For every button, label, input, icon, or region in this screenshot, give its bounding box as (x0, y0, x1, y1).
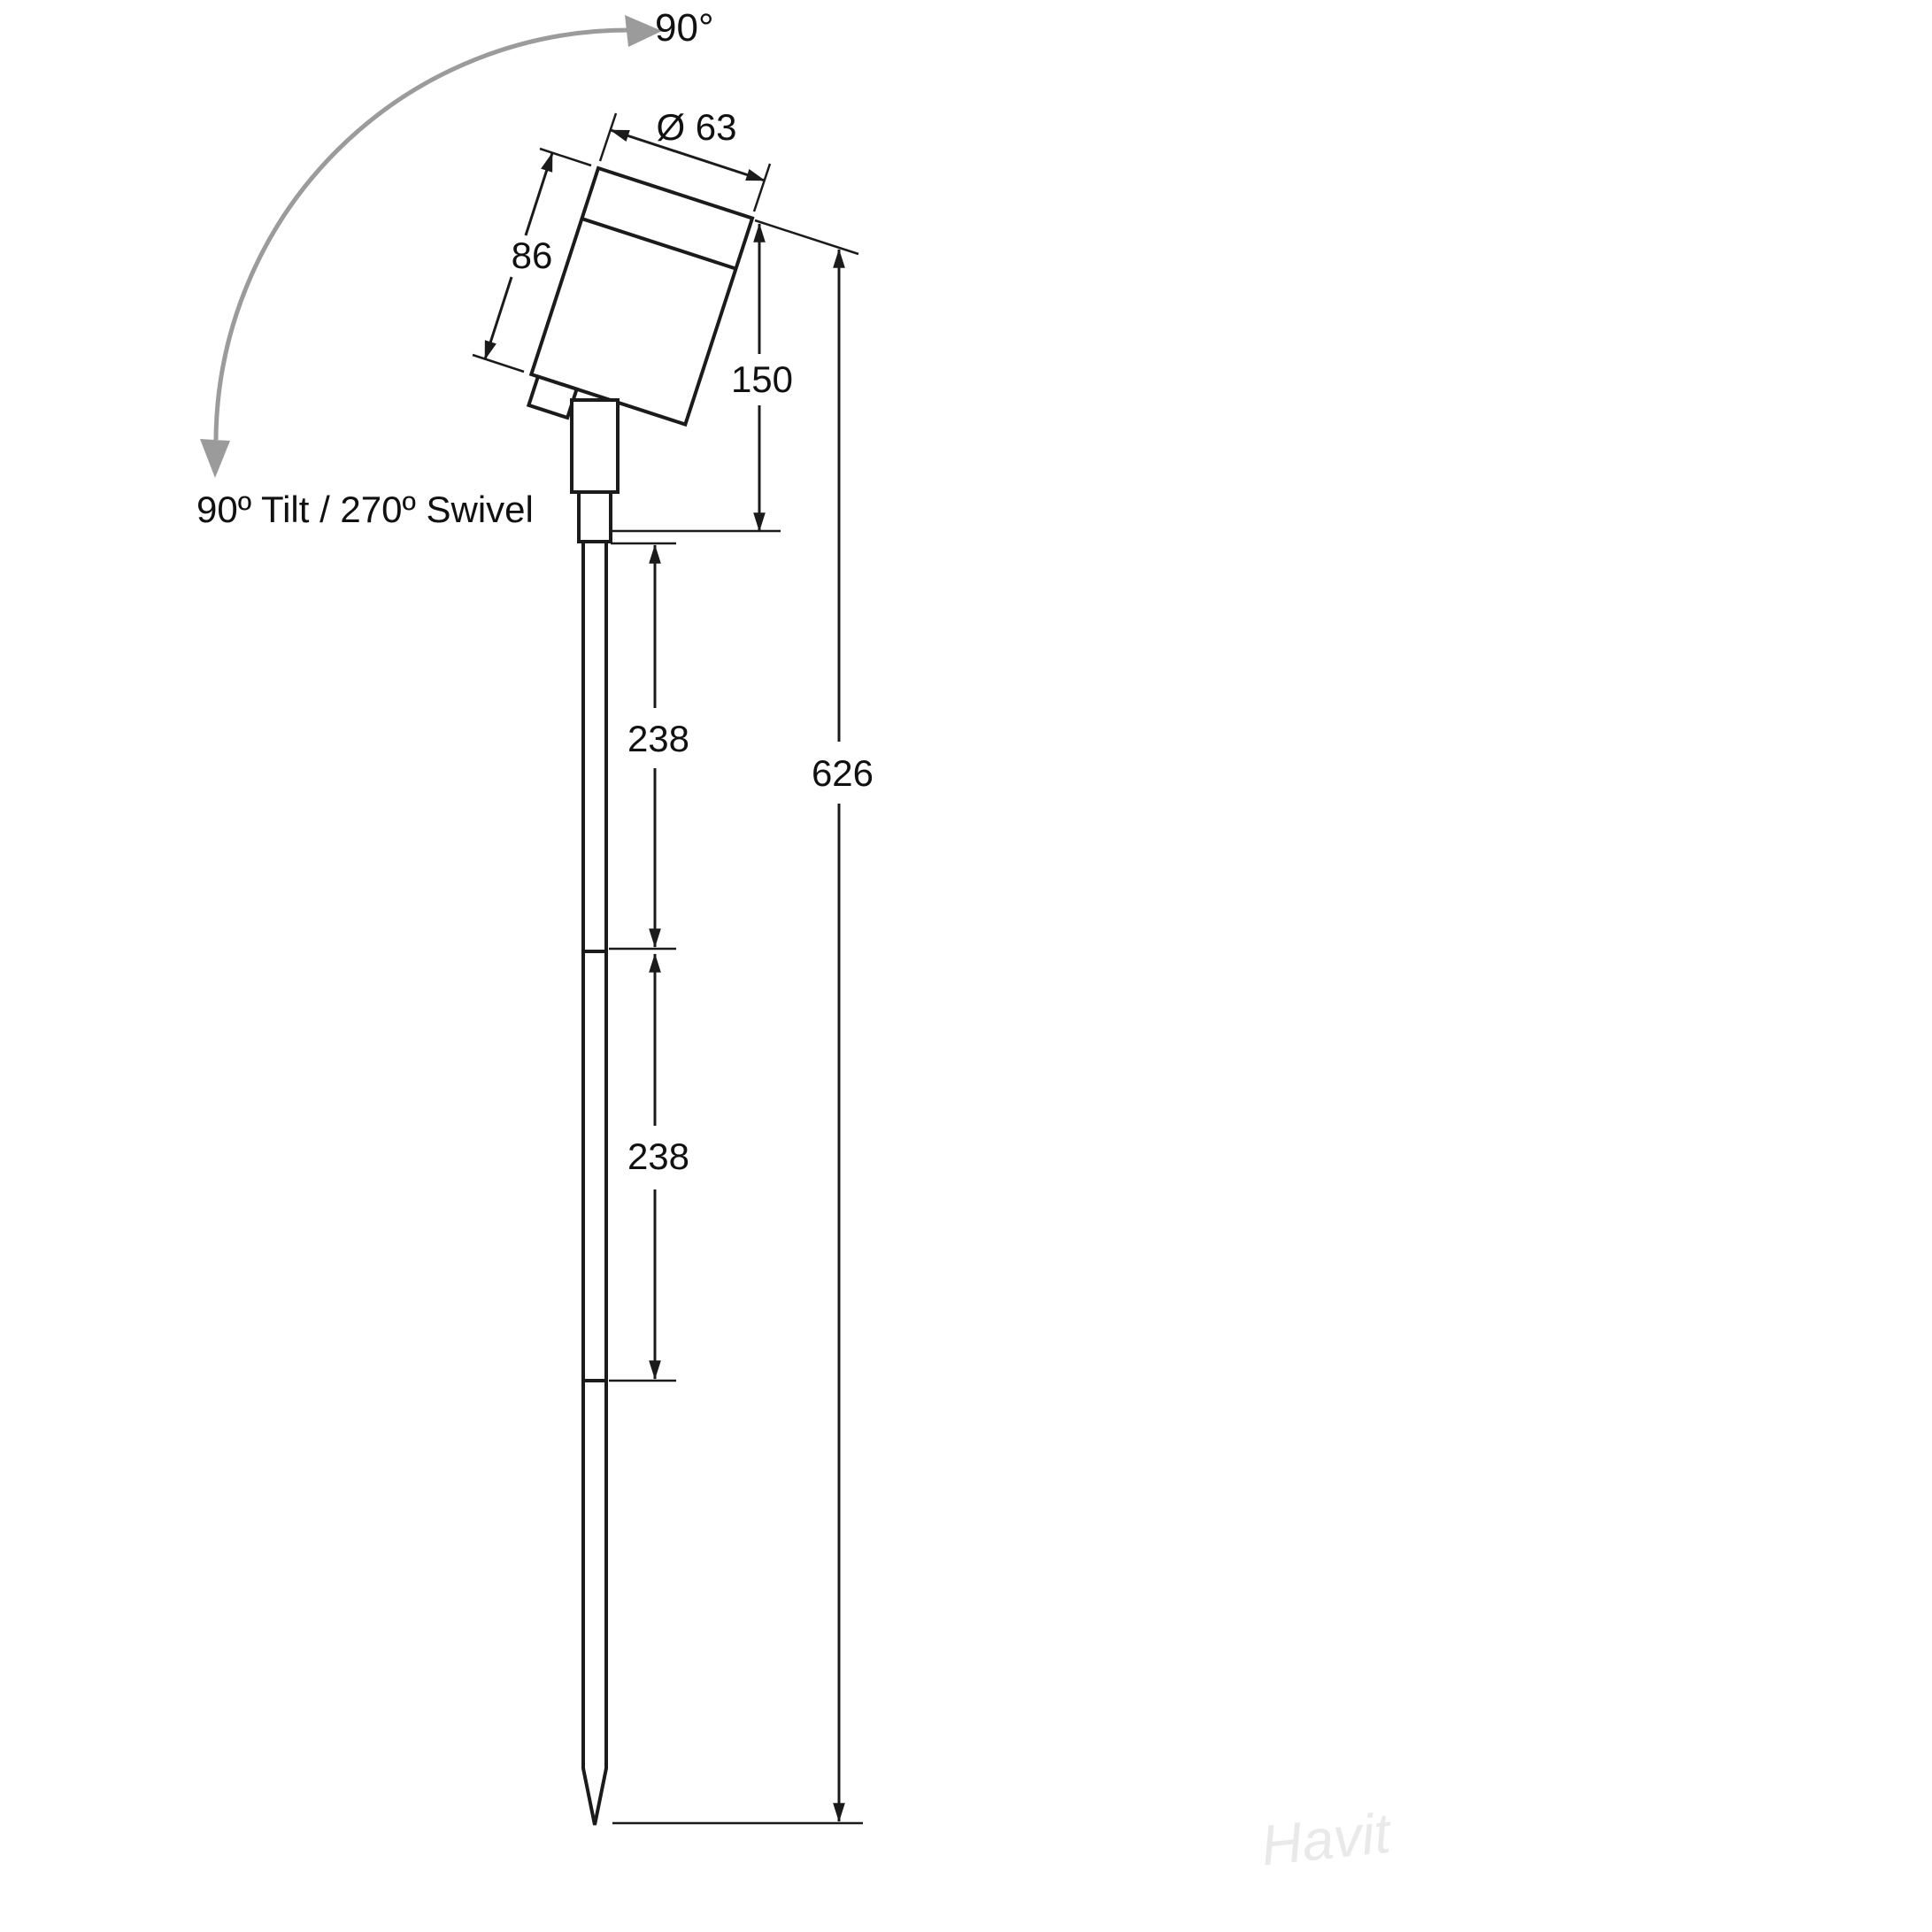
dim-total-height: 626 (612, 249, 874, 1825)
watermark: Havit (1258, 1800, 1395, 1877)
dim-line (610, 128, 766, 182)
lamp-head (526, 165, 755, 427)
dim-line (524, 152, 554, 236)
dim-line (483, 276, 513, 360)
rotation-angle-label: 90° (655, 6, 714, 50)
knuckle-collar (577, 490, 612, 543)
extension-line (539, 147, 592, 167)
head-length-dim-label: 86 (512, 235, 553, 276)
head-height-dim-label: 150 (731, 358, 793, 400)
extension-line (754, 219, 859, 256)
total-height-dim-label: 626 (812, 752, 874, 794)
dim-diameter: Ø 63 (598, 106, 772, 212)
tilt-swivel-caption: 90º Tilt / 270º Swivel (196, 489, 534, 530)
extension-line (752, 163, 772, 212)
spike-pole-body (581, 540, 608, 1826)
tilt-arc-path (213, 27, 629, 441)
upper-pole-dim-label: 238 (627, 718, 689, 759)
arc-arrowhead-bottom-icon (200, 439, 230, 478)
extension-line (598, 112, 618, 162)
mounting-knuckle (570, 398, 620, 543)
lower-pole-dim-label: 238 (627, 1135, 689, 1177)
ground-spike (581, 540, 608, 1826)
dim-upper-pole: 238 (609, 542, 689, 951)
extension-line (472, 353, 525, 373)
arc-arrowhead-top-icon (625, 15, 662, 47)
dim-head-height: 150 (611, 219, 859, 533)
tilt-arc-arrow (200, 15, 662, 478)
dim-head-length: 86 (472, 147, 592, 373)
diameter-dim-label: Ø 63 (656, 106, 736, 148)
lamp-head-bezel-line (581, 217, 737, 271)
knuckle-block (570, 398, 620, 494)
dim-lower-pole: 238 (609, 953, 689, 1382)
